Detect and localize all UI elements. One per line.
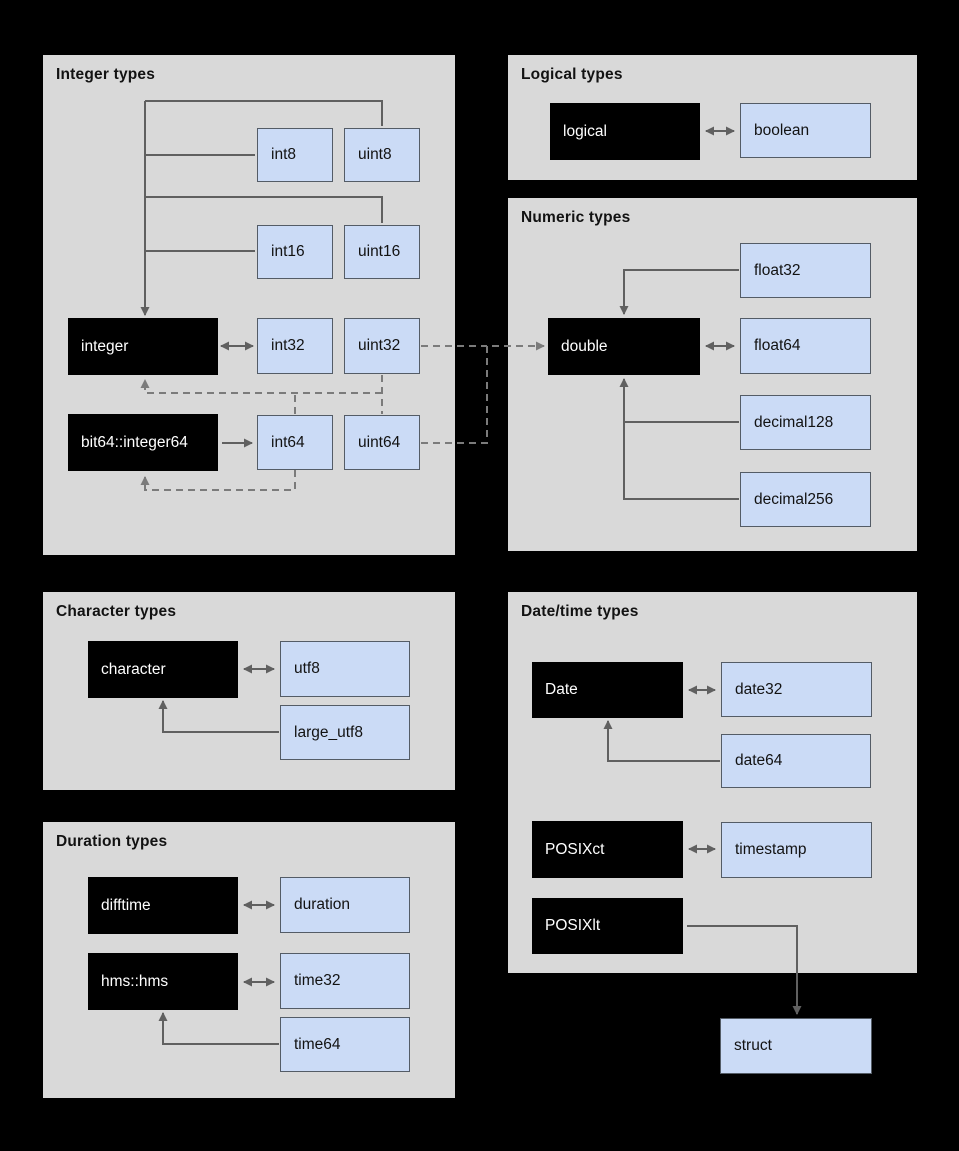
node-difftime: difftime [88,877,238,934]
node-time32: time32 [280,953,410,1009]
node-uint64: uint64 [344,415,420,470]
node-posixlt: POSIXlt [532,898,683,954]
node-date32: date32 [721,662,872,717]
node-boolean: boolean [740,103,871,158]
node-int8: int8 [257,128,333,182]
panel-title: Duration types [56,833,168,850]
node-struct: struct [720,1018,872,1074]
node-label: uint8 [358,146,392,163]
node-float32: float32 [740,243,871,298]
node-label: utf8 [294,660,320,677]
node-int32: int32 [257,318,333,374]
panel-title: Numeric types [521,209,631,226]
node-label: duration [294,896,351,913]
node-duration: duration [280,877,410,933]
node-int64: int64 [257,415,333,470]
panel-title: Integer types [56,66,156,83]
node-label: logical [563,122,607,140]
node-label: struct [734,1037,772,1054]
node-label: date32 [735,680,783,698]
panel-title: Date/time types [521,603,639,620]
node-label: hms::hms [101,972,169,990]
node-double: double [548,318,700,375]
node-uint8: uint8 [344,128,420,182]
node-label: boolean [754,121,810,139]
node-hms-hms: hms::hms [88,953,238,1010]
node-label: date64 [735,752,783,769]
node-label: uint16 [358,243,401,260]
node-label: int64 [271,433,305,451]
node-large-utf8: large_utf8 [280,705,410,760]
node-character: character [88,641,238,698]
node-uint32: uint32 [344,318,420,374]
node-label: bit64::integer64 [81,433,188,451]
node-float64: float64 [740,318,871,374]
node-integer: integer [68,318,218,375]
node-label: POSIXct [545,840,605,858]
node-posixct: POSIXct [532,821,683,878]
node-label: character [101,660,166,678]
node-label: timestamp [735,841,807,858]
node-utf8: utf8 [280,641,410,697]
panel-title: Character types [56,603,177,620]
node-label: difftime [101,896,151,914]
panel-title: Logical types [521,66,623,83]
node-date64: date64 [721,734,871,788]
node-uint16: uint16 [344,225,420,279]
node-label: float32 [754,261,801,279]
node-label: uint32 [358,337,401,354]
node-label: decimal128 [754,413,834,431]
node-label: large_utf8 [294,723,363,741]
node-label: POSIXlt [545,917,601,934]
node-label: time32 [294,972,341,989]
node-label: decimal256 [754,490,834,508]
node-label: float64 [754,337,801,354]
node-label: integer [81,337,129,355]
node-label: Date [545,681,578,698]
node-date: Date [532,662,683,718]
node-logical: logical [550,103,700,160]
node-label: int16 [271,243,305,260]
node-label: double [561,337,608,355]
node-label: uint64 [358,433,401,451]
node-label: time64 [294,1035,341,1053]
node-label: int32 [271,337,305,354]
node-decimal256: decimal256 [740,472,871,527]
node-decimal128: decimal128 [740,395,871,450]
node-time64: time64 [280,1017,410,1072]
node-bit64-integer64: bit64::integer64 [68,414,218,471]
node-label: int8 [271,146,296,163]
node-int16: int16 [257,225,333,279]
node-timestamp: timestamp [721,822,872,878]
